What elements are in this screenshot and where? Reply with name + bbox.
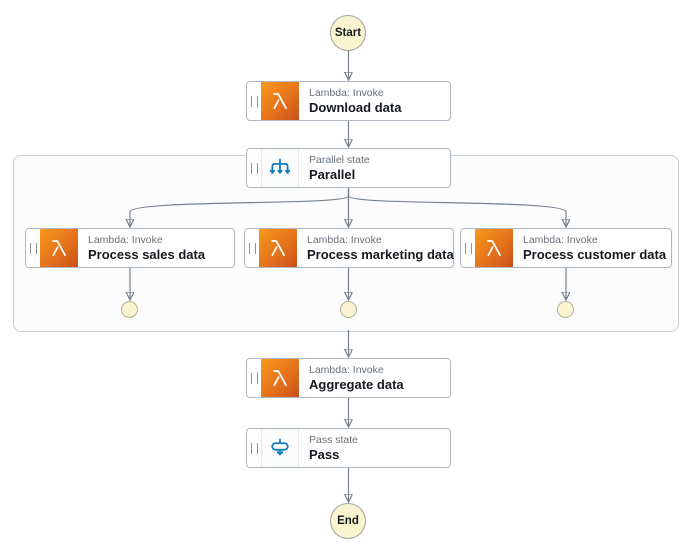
state-node-process-customer-data[interactable]: Lambda: Invoke Process customer data	[460, 228, 672, 268]
state-title: Parallel	[309, 166, 356, 182]
state-title: Process customer data	[523, 246, 667, 262]
drag-handle-icon	[247, 149, 261, 187]
lambda-icon	[261, 359, 299, 397]
branch-terminal-node	[340, 301, 357, 318]
branch-terminal-node	[121, 301, 138, 318]
parallel-icon	[261, 149, 299, 187]
state-node-process-marketing-data[interactable]: Lambda: Invoke Process marketing data	[244, 228, 454, 268]
drag-handle-icon	[247, 429, 261, 467]
lambda-icon	[475, 229, 513, 267]
state-node-aggregate-data[interactable]: Lambda: Invoke Aggregate data	[246, 358, 451, 398]
state-title: Process marketing data	[307, 246, 454, 262]
lambda-icon	[40, 229, 78, 267]
branch-terminal-node	[557, 301, 574, 318]
state-type-label: Lambda: Invoke	[309, 86, 384, 99]
state-title: Download data	[309, 99, 402, 115]
state-type-label: Lambda: Invoke	[523, 233, 598, 246]
state-node-pass[interactable]: Pass state Pass	[246, 428, 451, 468]
drag-handle-icon	[245, 229, 259, 267]
end-label: End	[337, 515, 359, 527]
state-title: Pass	[309, 446, 340, 462]
state-node-process-sales-data[interactable]: Lambda: Invoke Process sales data	[25, 228, 235, 268]
pass-icon	[261, 429, 299, 467]
drag-handle-icon	[461, 229, 475, 267]
lambda-icon	[261, 82, 299, 120]
lambda-icon	[259, 229, 297, 267]
drag-handle-icon	[247, 82, 261, 120]
state-type-label: Pass state	[309, 433, 359, 446]
state-title: Process sales data	[88, 246, 206, 262]
state-type-label: Parallel state	[309, 153, 370, 166]
start-node: Start	[330, 15, 366, 51]
state-node-download-data[interactable]: Lambda: Invoke Download data	[246, 81, 451, 121]
start-label: Start	[334, 27, 362, 39]
drag-handle-icon	[26, 229, 40, 267]
state-node-parallel[interactable]: Parallel state Parallel	[246, 148, 451, 188]
state-type-label: Lambda: Invoke	[309, 363, 384, 376]
end-node: End	[330, 503, 366, 539]
drag-handle-icon	[247, 359, 261, 397]
state-type-label: Lambda: Invoke	[88, 233, 163, 246]
state-type-label: Lambda: Invoke	[307, 233, 382, 246]
state-title: Aggregate data	[309, 376, 404, 392]
